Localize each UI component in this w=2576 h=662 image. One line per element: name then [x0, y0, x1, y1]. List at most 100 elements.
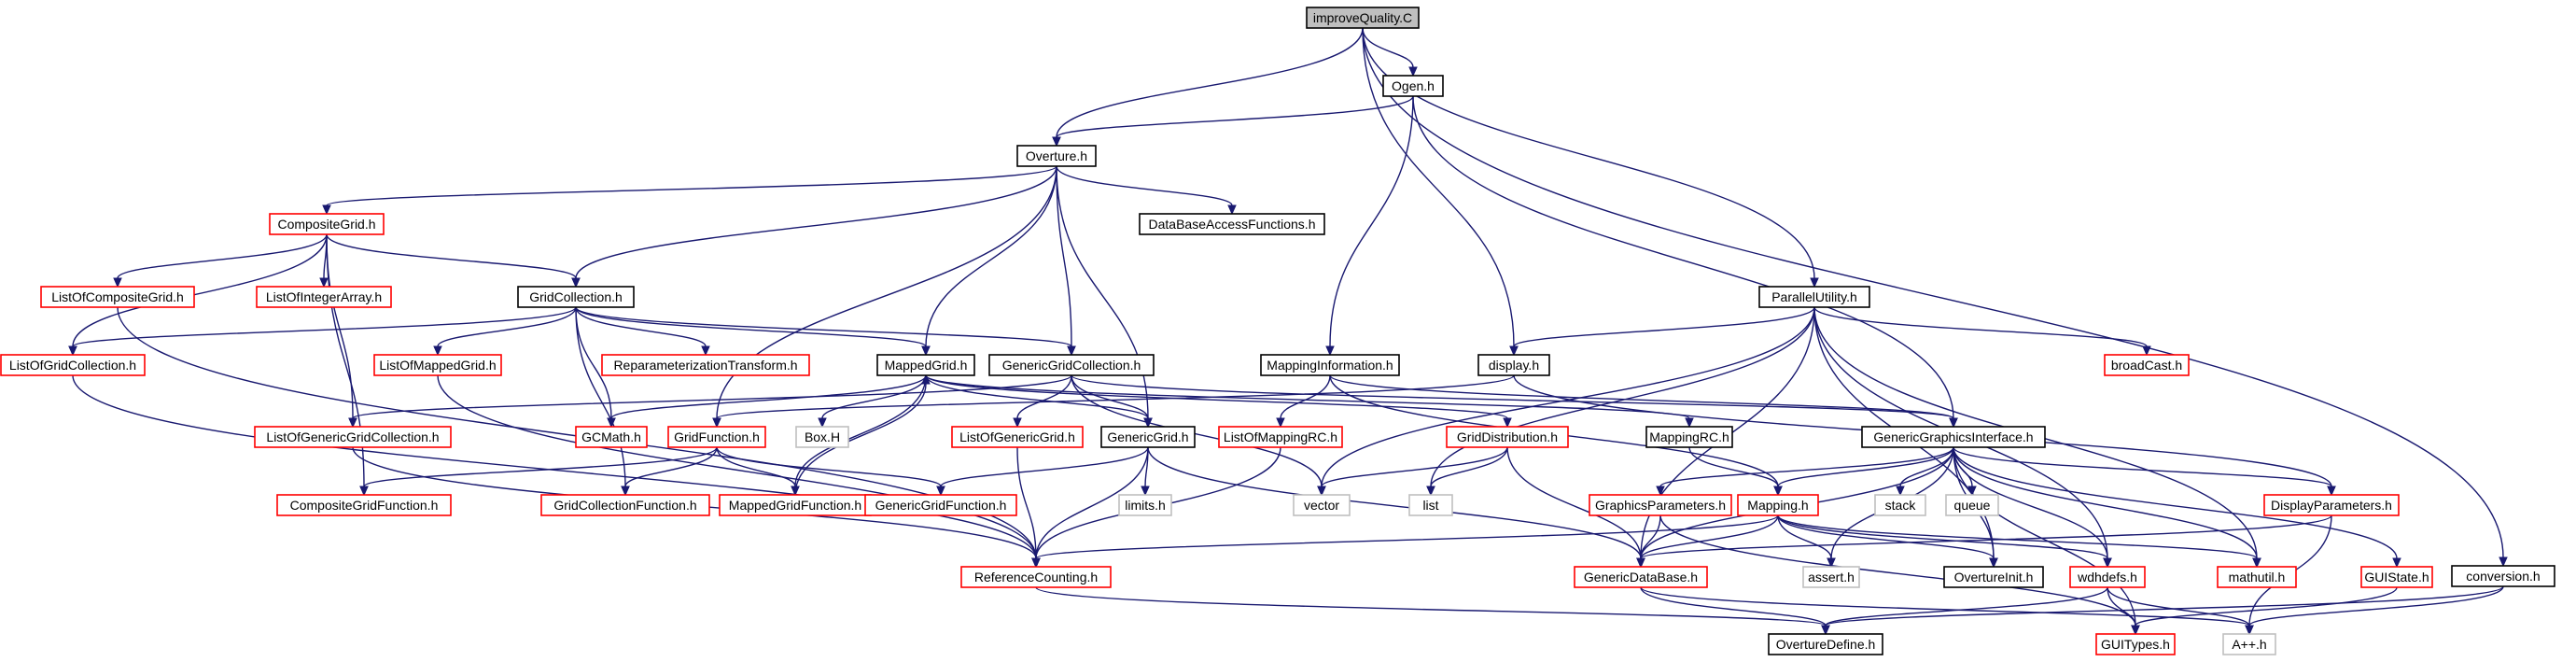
file-node-mapping-rc[interactable]: MappingRC.h	[1645, 426, 1733, 448]
arrowhead	[1509, 345, 1519, 357]
file-node-mapping-information[interactable]: MappingInformation.h	[1260, 354, 1400, 376]
node-label: GenericGraphicsInterface.h	[1873, 430, 2033, 444]
file-node-grid-collection-function[interactable]: GridCollectionFunction.h	[540, 494, 710, 516]
node-box	[1139, 213, 1325, 235]
edge-list-of-generic-grid-to-reference-counting	[1016, 446, 1041, 569]
file-node-mapped-grid-function[interactable]: MappedGridFunction.h	[719, 494, 872, 516]
file-node-display[interactable]: display.h	[1477, 354, 1550, 376]
file-node-mapping[interactable]: Mapping.h	[1737, 494, 1819, 516]
file-node-overture-define[interactable]: OvertureDefine.h	[1768, 633, 1883, 655]
edge-generic-data-base-to-overture-define	[1640, 586, 1830, 636]
edge-line	[716, 446, 796, 487]
file-node-guistate[interactable]: GUIState.h	[2360, 566, 2433, 588]
edge-grid-collection-to-list-of-grid-collection	[68, 306, 577, 357]
file-node-mapped-grid[interactable]: MappedGrid.h	[876, 354, 975, 376]
node-box	[0, 354, 146, 376]
file-node-conversion[interactable]: conversion.h	[2451, 565, 2555, 587]
node-label: MappedGridFunction.h	[729, 498, 861, 513]
file-node-reparameterization-transform[interactable]: ReparameterizationTransform.h	[601, 354, 810, 376]
node-box	[960, 566, 1112, 588]
edge-line	[1513, 306, 1815, 347]
file-node-composite-grid[interactable]: CompositeGrid.h	[269, 213, 385, 235]
file-node-limits: limits.h	[1118, 494, 1172, 516]
file-node-gcmath[interactable]: GCMath.h	[575, 426, 648, 448]
arrowhead	[1408, 66, 1418, 77]
arrowhead	[2252, 557, 2261, 569]
node-box	[2263, 494, 2400, 516]
node-label: MappingInformation.h	[1267, 358, 1393, 373]
edge-mapping-to-assert	[1777, 514, 1836, 569]
node-box	[1016, 145, 1097, 167]
edge-line	[117, 233, 328, 279]
edge-mapping-to-wdhdefs	[1777, 514, 2112, 569]
edge-line	[1640, 514, 2332, 559]
edge-line	[1056, 165, 1233, 206]
edge-mapped-grid-to-generic-grid	[925, 374, 1153, 429]
arrowhead	[701, 345, 710, 357]
node-label: GenericGrid.h	[1107, 430, 1188, 444]
edge-line	[326, 165, 1057, 206]
file-node-list-of-generic-grid[interactable]: ListOfGenericGrid.h	[951, 426, 1084, 448]
edge-line	[794, 374, 927, 487]
arrowhead	[2392, 557, 2401, 569]
file-node-data-base-access-functions[interactable]: DataBaseAccessFunctions.h	[1139, 213, 1325, 235]
node-box	[1574, 566, 1708, 588]
file-node-grid-collection[interactable]: GridCollection.h	[517, 286, 635, 308]
file-node-list-of-integer-array[interactable]: ListOfIntegerArray.h	[256, 286, 392, 308]
file-node-generic-grid[interactable]: GenericGrid.h	[1100, 426, 1196, 448]
arrowhead	[1276, 417, 1285, 429]
node-label: broadCast.h	[2111, 358, 2182, 373]
edge-line	[1329, 374, 1954, 419]
edge-line	[1813, 306, 2148, 347]
file-node-composite-grid-function[interactable]: CompositeGridFunction.h	[276, 494, 452, 516]
node-label: Mapping.h	[1747, 498, 1808, 513]
file-node-list-of-mapped-grid[interactable]: ListOfMappedGrid.h	[373, 354, 502, 376]
node-label: GraphicsParameters.h	[1595, 498, 1726, 513]
edge-line	[1056, 27, 1364, 138]
file-node-list-of-grid-collection[interactable]: ListOfGridCollection.h	[0, 354, 146, 376]
file-node-list-of-mapping-rc[interactable]: ListOfMappingRC.h	[1218, 426, 1343, 448]
file-node-grid-function[interactable]: GridFunction.h	[667, 426, 766, 448]
node-box	[1306, 7, 1420, 29]
edge-composite-grid-to-composite-grid-function	[326, 233, 369, 497]
edge-line	[575, 306, 1072, 347]
file-node-list-of-generic-grid-collection[interactable]: ListOfGenericGridCollection.h	[254, 426, 452, 448]
file-node-display-parameters[interactable]: DisplayParameters.h	[2263, 494, 2400, 516]
edge-line	[1362, 27, 2504, 558]
file-node-grid-distribution[interactable]: GridDistribution.h	[1446, 426, 1569, 448]
edge-line	[1953, 446, 2332, 487]
edge-display-to-grid-function	[712, 374, 1515, 429]
edge-line	[1321, 306, 1815, 487]
node-label: GridDistribution.h	[1457, 430, 1558, 444]
edge-line	[2248, 585, 2504, 627]
arrowhead	[1317, 486, 1326, 497]
edge-line	[1640, 514, 1661, 559]
file-node-reference-counting[interactable]: ReferenceCounting.h	[960, 566, 1112, 588]
file-node-generic-grid-collection[interactable]: GenericGridCollection.h	[988, 354, 1155, 376]
file-node-box-h: Box.H	[795, 426, 849, 448]
file-node-ogen[interactable]: Ogen.h	[1382, 75, 1444, 97]
file-node-graphics-parameters[interactable]: GraphicsParameters.h	[1589, 494, 1732, 516]
file-node-broad-cast[interactable]: broadCast.h	[2104, 354, 2190, 376]
file-node-overture[interactable]: Overture.h	[1016, 145, 1097, 167]
arrowhead	[1949, 417, 1958, 429]
file-node-generic-graphics-interface[interactable]: GenericGraphicsInterface.h	[1861, 426, 2046, 448]
edge-line	[821, 374, 927, 419]
file-node-generic-data-base[interactable]: GenericDataBase.h	[1574, 566, 1708, 588]
file-node-improve-quality[interactable]: improveQuality.C	[1306, 7, 1420, 29]
file-node-parallel-utility[interactable]: ParallelUtility.h	[1758, 286, 1870, 308]
file-node-list-of-composite-grid[interactable]: ListOfCompositeGrid.h	[40, 286, 195, 308]
edge-line	[575, 306, 626, 487]
node-label: GenericDataBase.h	[1584, 570, 1698, 585]
node-label: ReparameterizationTransform.h	[613, 358, 797, 373]
node-box	[1768, 633, 1883, 655]
edge-generic-graphics-interface-to-graphics-parameters	[1656, 446, 1954, 497]
arrowhead	[1636, 557, 1645, 569]
file-node-guitypes[interactable]: GUITypes.h	[2095, 633, 2176, 655]
file-node-generic-grid-function[interactable]: GenericGridFunction.h	[864, 494, 1017, 516]
arrowhead	[113, 277, 122, 289]
edge-line	[352, 374, 1072, 419]
file-node-overture-init[interactable]: OvertureInit.h	[1943, 566, 2044, 588]
file-node-mathutil[interactable]: mathutil.h	[2217, 566, 2297, 588]
file-node-wdhdefs[interactable]: wdhdefs.h	[2069, 566, 2146, 588]
